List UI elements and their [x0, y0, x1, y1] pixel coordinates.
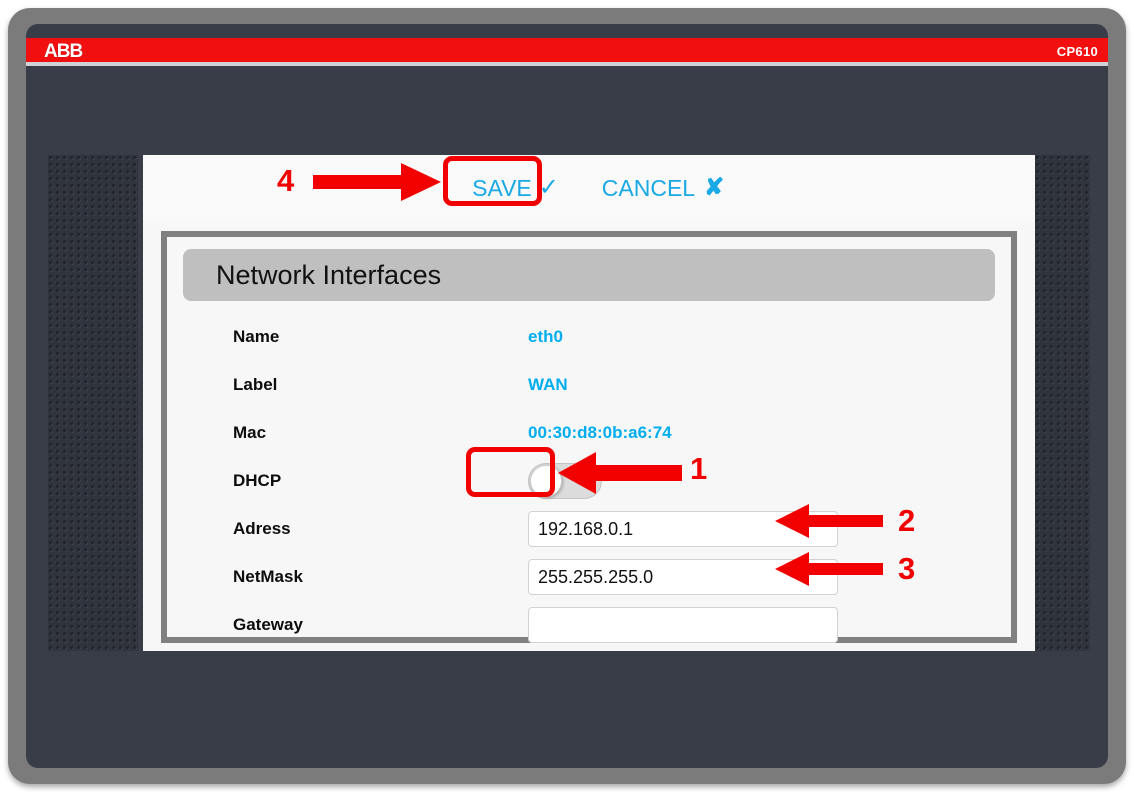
- device-screen: ABB CP610 SAVE ✓ CANCEL ✘: [26, 24, 1108, 768]
- annotation-number-3: 3: [898, 551, 916, 586]
- check-icon: ✓: [538, 174, 559, 201]
- value-mac: 00:30:d8:0b:a6:74: [528, 423, 672, 442]
- label-dhcp: DHCP: [233, 471, 282, 490]
- close-icon: ✘: [704, 174, 725, 201]
- gateway-input[interactable]: [528, 607, 838, 643]
- annotation-box-dhcp: [466, 447, 555, 497]
- brand-bar: ABB CP610: [26, 38, 1108, 66]
- value-name: eth0: [528, 327, 563, 346]
- save-button[interactable]: SAVE ✓: [463, 168, 568, 208]
- save-button-label: SAVE: [472, 174, 532, 201]
- annotation-number-4: 4: [277, 163, 295, 198]
- toolbar: SAVE ✓ CANCEL ✘: [143, 155, 1035, 220]
- form-panel: Network Interfaces Name eth0 Label WAN: [161, 231, 1017, 643]
- annotation-number-1: 1: [690, 451, 708, 486]
- bezel-texture-left: [48, 155, 138, 651]
- page-title: Network Interfaces: [216, 259, 442, 290]
- annotation-arrow-2: [775, 504, 883, 538]
- cancel-button-label: CANCEL: [601, 174, 696, 201]
- form-row-label: Label WAN: [167, 363, 1011, 407]
- form-row-mac: Mac 00:30:d8:0b:a6:74: [167, 411, 1011, 455]
- form-row-name: Name eth0: [167, 315, 1011, 359]
- label-address: Adress: [233, 519, 291, 538]
- label-name: Name: [233, 327, 280, 346]
- annotation-arrow-3: [775, 552, 883, 586]
- abb-logo: ABB: [44, 41, 83, 62]
- label-label: Label: [233, 375, 278, 394]
- form-row-gateway: Gateway: [167, 603, 1011, 647]
- annotation-box-save: [443, 156, 542, 206]
- annotation-arrow-1: [558, 452, 682, 494]
- cancel-button[interactable]: CANCEL ✘: [598, 168, 728, 208]
- annotation-arrow-4: [313, 163, 441, 201]
- section-header: Network Interfaces: [183, 249, 995, 301]
- device-model-label: CP610: [1056, 44, 1098, 59]
- device-bezel: ABB CP610 SAVE ✓ CANCEL ✘: [8, 8, 1126, 784]
- annotation-number-2: 2: [898, 503, 916, 538]
- form-row-address: Adress: [167, 507, 1011, 551]
- bezel-texture-right: [1028, 155, 1090, 651]
- value-label: WAN: [528, 375, 568, 394]
- form-row-netmask: NetMask: [167, 555, 1011, 599]
- form-inner: Network Interfaces Name eth0 Label WAN: [167, 237, 1011, 643]
- label-netmask: NetMask: [233, 567, 303, 586]
- label-mac: Mac: [233, 423, 267, 442]
- label-gateway: Gateway: [233, 615, 303, 634]
